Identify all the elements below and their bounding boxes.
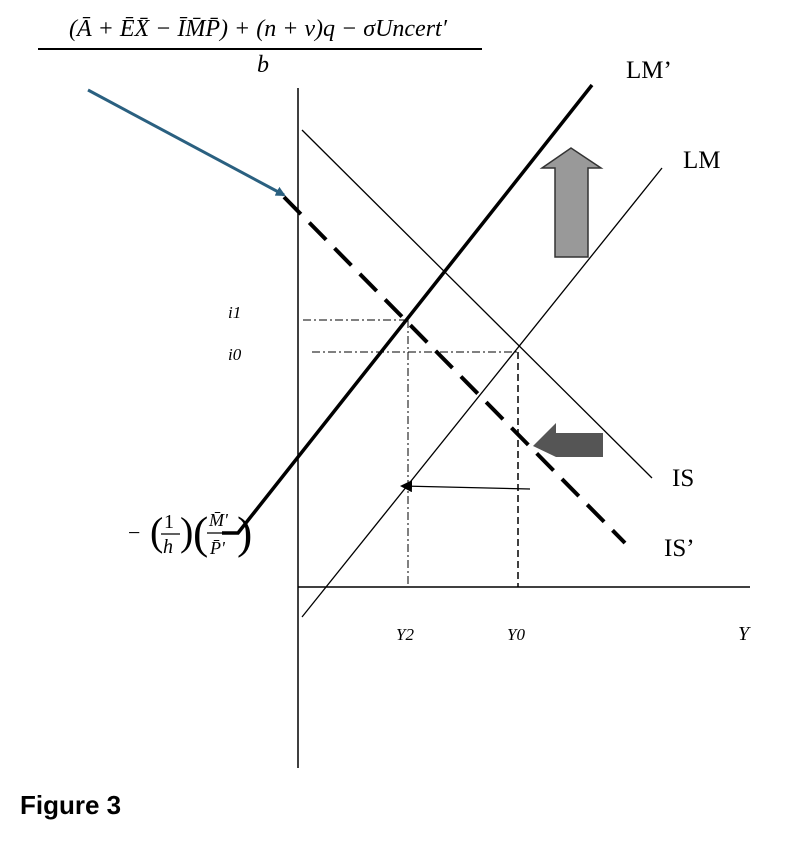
one: 1 <box>164 511 174 533</box>
pointer-arrow <box>87 88 286 197</box>
is-prime-curve <box>282 195 627 545</box>
lm-intercept-formula: − ( 1 h ) ( M̄' P̄' ) <box>128 507 252 558</box>
p-bar: P̄' <box>209 538 226 558</box>
left-paren-2: ( <box>193 507 208 558</box>
lm-shift-up-arrow <box>539 147 604 258</box>
y-axis-label: Y <box>738 623 751 645</box>
lm-prime-curve <box>222 83 594 535</box>
is-curve <box>301 129 653 479</box>
m-bar: M̄' <box>208 510 229 530</box>
is-prime-label: IS’ <box>664 535 695 562</box>
minus-sign: − <box>128 520 140 545</box>
lm-curve <box>301 167 663 618</box>
y2-label: Y2 <box>396 625 414 644</box>
i1-label: i1 <box>228 303 241 322</box>
h: h <box>163 536 173 558</box>
lm-label: LM <box>683 147 721 174</box>
is-shift-left-arrow <box>533 423 603 457</box>
is-label: IS <box>672 465 694 492</box>
left-paren: ( <box>150 509 163 554</box>
lm-prime-label: LM’ <box>626 57 672 84</box>
is-intercept-numerator: (Ā + ĒX̄ − ĪM̄P̄) + (n + v)q − σUncert′ <box>69 16 448 42</box>
y0-label: Y0 <box>507 625 525 644</box>
right-paren-2: ) <box>237 507 252 558</box>
figure-caption: Figure 3 <box>20 790 122 820</box>
output-shift-arrow <box>400 480 531 493</box>
is-intercept-denominator: b <box>257 52 269 78</box>
i0-label: i0 <box>228 345 242 364</box>
right-paren: ) <box>180 509 193 554</box>
